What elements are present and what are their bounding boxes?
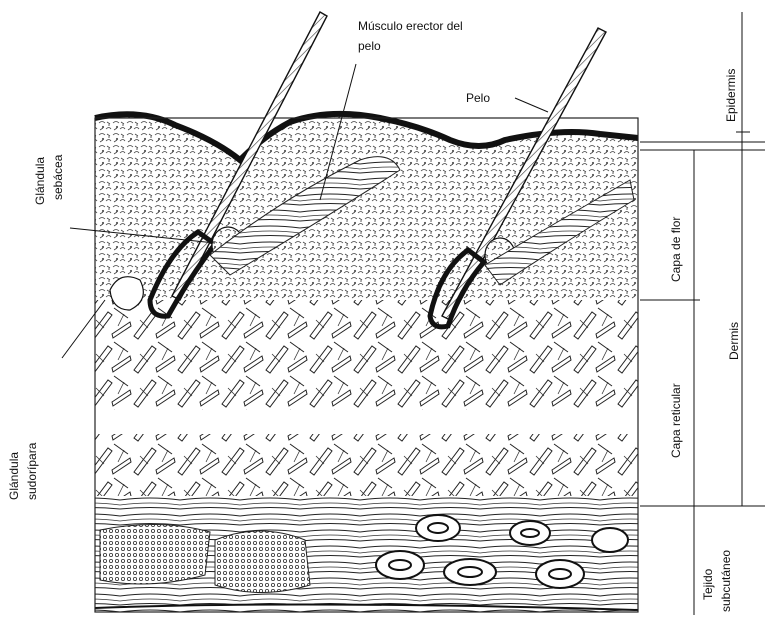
reticular-layer-lower [95,434,638,496]
leader-pelo [515,98,548,112]
label-glandula-sebacea-2: sebácea [51,154,65,200]
label-musculo-line2: pelo [358,39,381,53]
label-capa-reticular: Capa reticular [669,383,683,458]
label-musculo-line1: Músculo erector del [358,19,463,33]
cut-gap [95,410,638,434]
label-tejido-2: subcutáneo [719,550,733,612]
fat-cluster-left [100,524,210,584]
label-dermis: Dermis [727,322,741,360]
label-capa-flor: Capa de flor [669,217,683,282]
label-pelo: Pelo [466,91,490,105]
label-glandula-sudoripara-1: Glándula [7,452,21,500]
reticular-layer [95,300,638,410]
label-epidermis: Epidermis [724,69,738,122]
dimension-lines [640,12,765,615]
papillary-layer [95,114,638,300]
label-glandula-sebacea-1: Glándula [33,157,47,205]
label-tejido-1: Tejido [701,568,715,600]
label-glandula-sudoripara-2: sudorípara [25,442,39,500]
fat-cluster-mid [215,531,310,593]
